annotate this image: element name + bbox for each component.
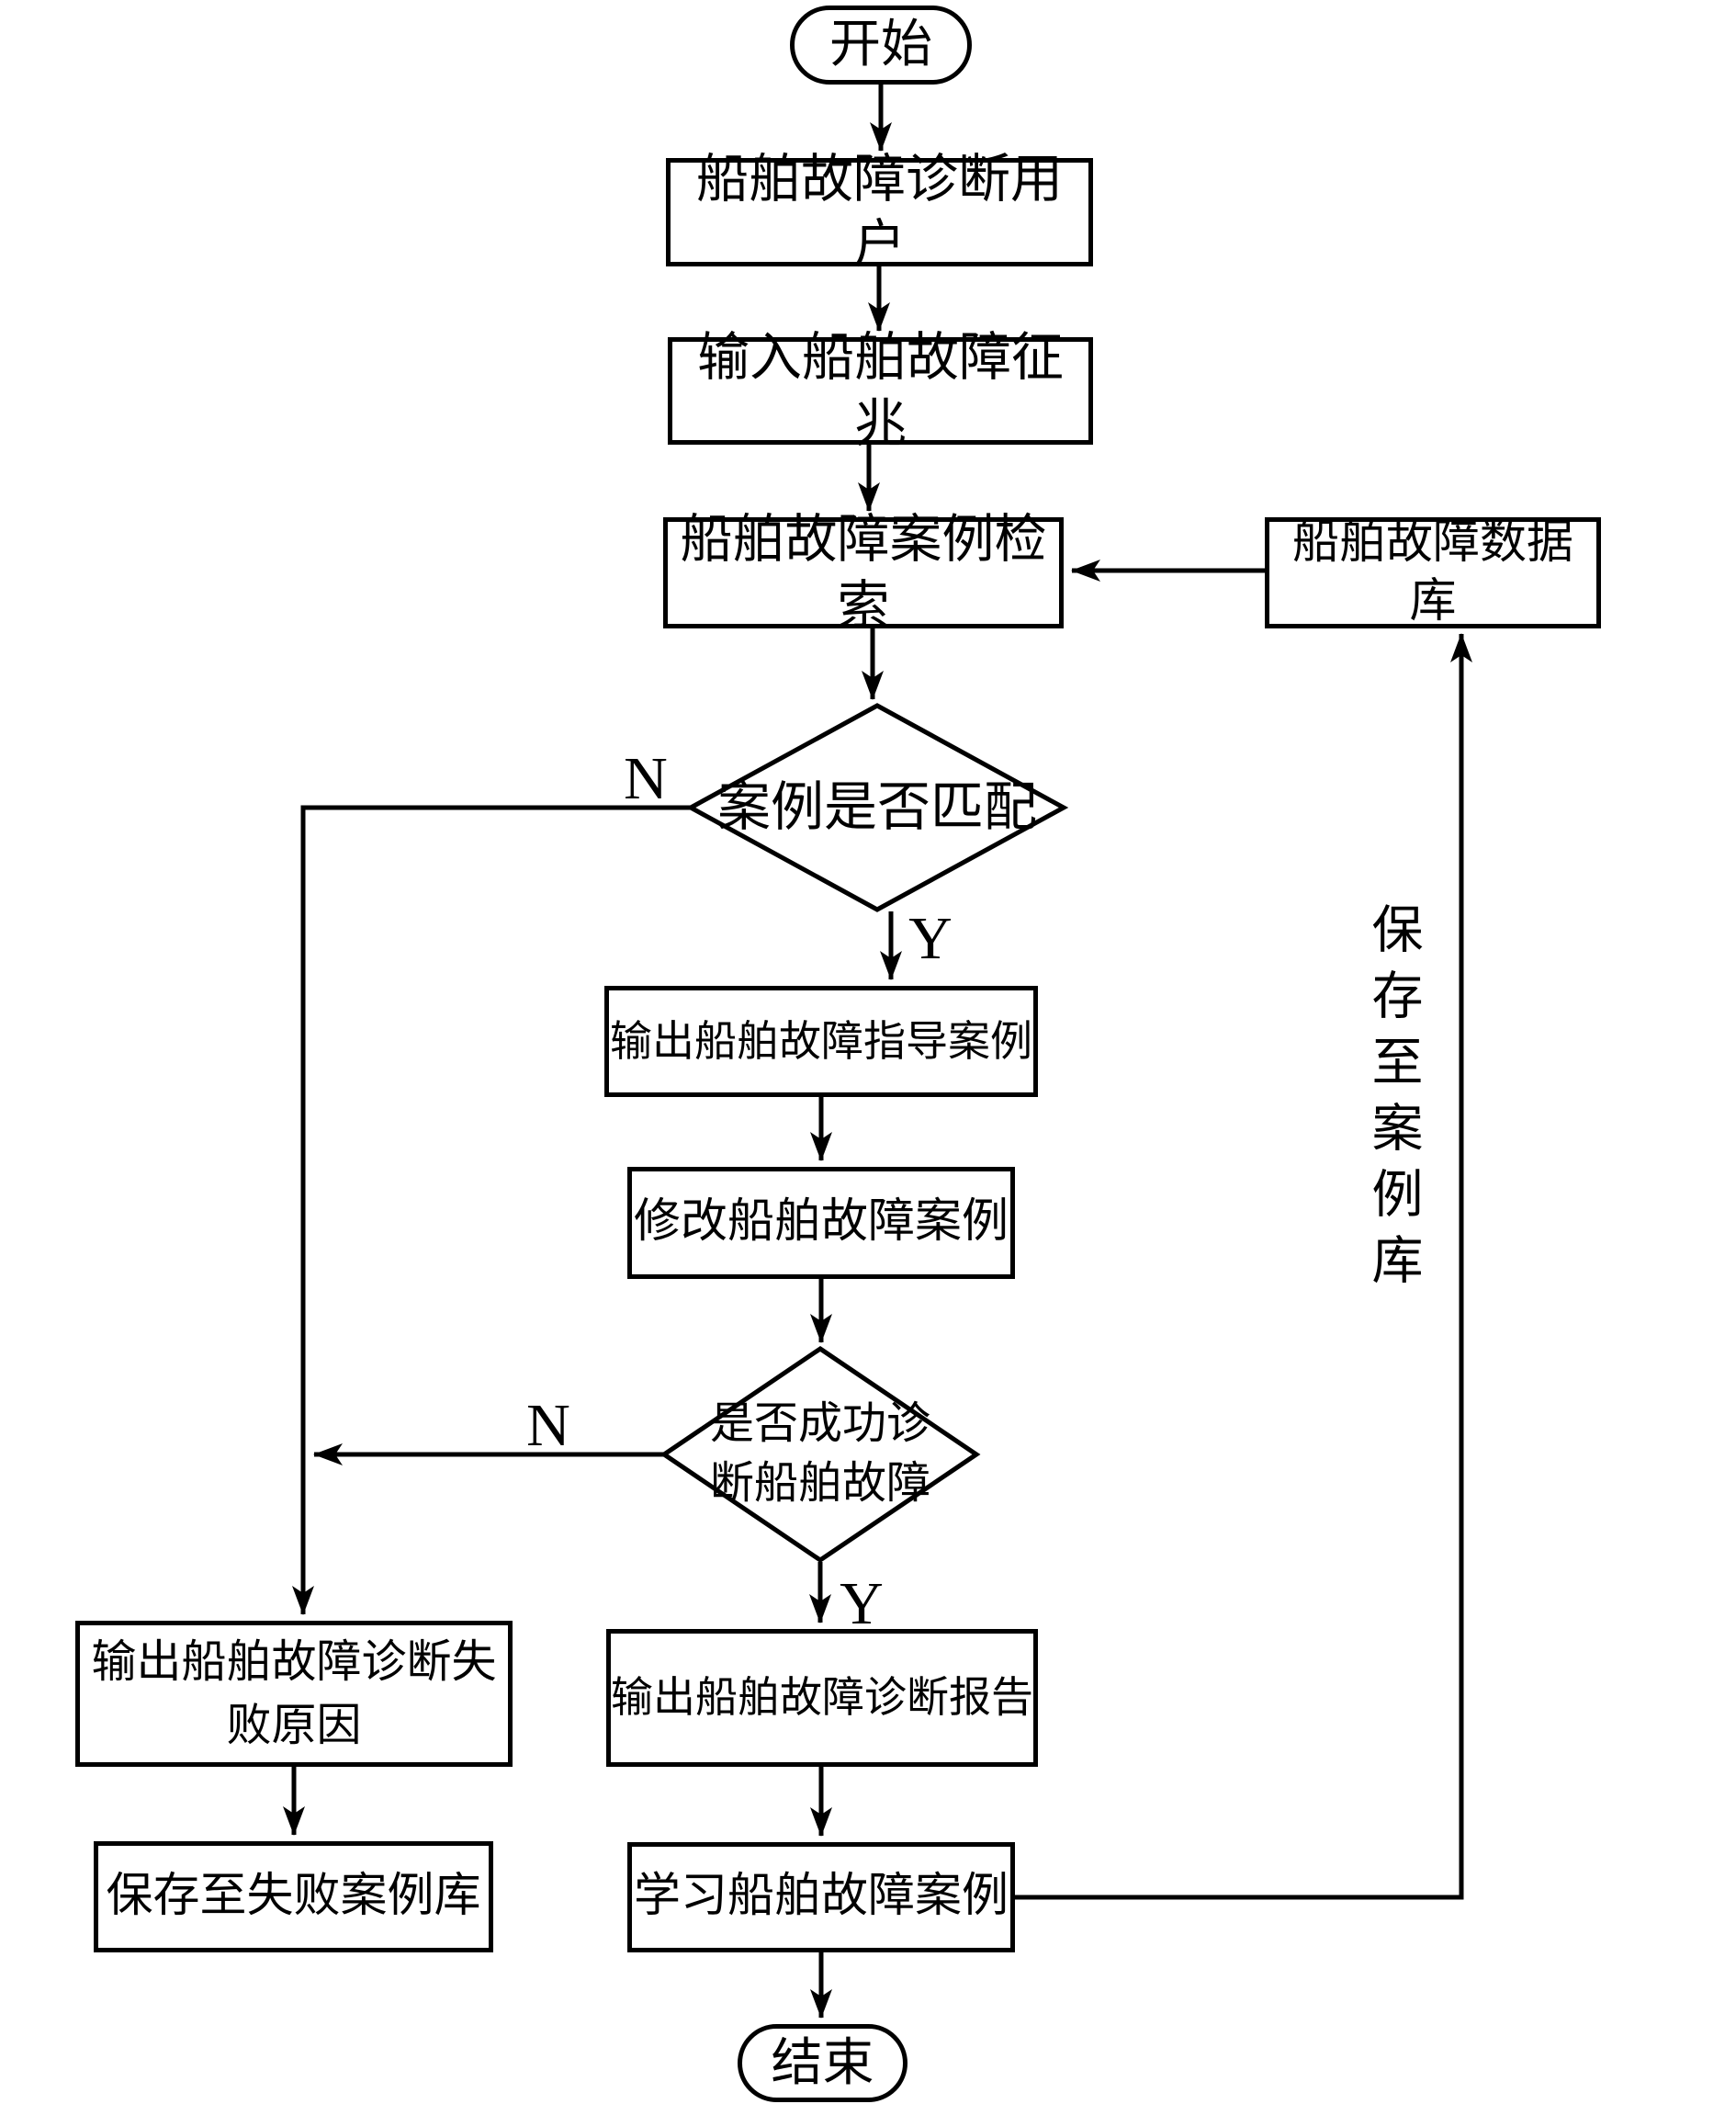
process-fail-reason: 输出船舶故障诊断失 败原因 [75,1621,513,1767]
process-output-guidance: 输出船舶故障指导案例 [604,986,1038,1097]
start-terminator: 开始 [790,6,972,85]
process-learn-case-label: 学习船舶故障案例 [633,1871,1009,1923]
process-user-label: 船舶故障诊断用户 [696,150,1063,274]
process-output-report-label: 输出船舶故障诊断报告 [611,1674,1033,1722]
edge-label-save-to-case-library: 保存至案例库 [1364,902,1421,1299]
end-label: 结束 [771,2034,874,2092]
process-learn-case: 学习船舶故障案例 [627,1842,1015,1952]
process-save-fail-library: 保存至失败案例库 [94,1841,493,1952]
process-case-retrieval-label: 船舶故障案例检索 [680,511,1047,635]
process-fault-database: 船舶故障数据库 [1265,517,1601,628]
process-case-retrieval: 船舶故障案例检索 [663,511,1064,635]
edge-label-diagnose-no: N [526,1392,570,1459]
end-terminator: 结束 [738,2024,907,2102]
process-modify-case: 修改船舶故障案例 [627,1167,1015,1279]
process-modify-case-label: 修改船舶故障案例 [633,1196,1009,1249]
decision-diamond-case-match [685,703,1069,912]
process-output-report: 输出船舶故障诊断报告 [606,1629,1038,1767]
process-user: 船舶故障诊断用户 [666,151,1093,274]
start-label: 开始 [829,17,932,74]
decision-diamond-diagnose-success [659,1345,981,1564]
process-input-symptom: 输入船舶故障征兆 [668,329,1093,453]
edge-label-diagnose-yes: Y [840,1570,884,1637]
process-output-guidance-label: 输出船舶故障指导案例 [610,1017,1032,1065]
arrow-match-no-to-fail-reason [292,805,691,1615]
decision-case-match-text: 案例是否匹配 [716,776,1037,837]
decision-diagnose-success-text: 是否成功诊 断船舶故障 [709,1399,930,1508]
edge-label-match-yes: Y [908,905,953,972]
process-save-fail-library-label: 保存至失败案例库 [106,1870,481,1922]
arrow-learn-to-database [1015,633,1472,1900]
edge-label-match-no: N [624,745,668,812]
process-input-symptom-label: 输入船舶故障征兆 [697,329,1064,453]
process-fault-database-label: 船舶故障数据库 [1291,516,1573,628]
